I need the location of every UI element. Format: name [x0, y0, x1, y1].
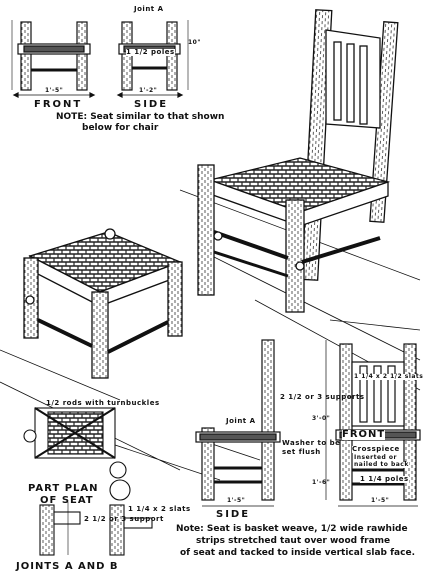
- label-joints-title: JOINTS A AND B: [16, 561, 119, 572]
- label-side-dim-bottom: 1'-5": [226, 497, 247, 504]
- label-front-dim-top: 1'-5": [44, 87, 65, 94]
- stool-front-elevation: [11, 20, 96, 98]
- label-part-plan-2: OF SEAT: [40, 495, 94, 506]
- label-crosspiece-2: Inserted or: [354, 454, 398, 461]
- label-side-dim-top: 1'-2": [138, 87, 159, 94]
- label-seat-height: 1'-6": [312, 479, 331, 486]
- label-washer-1: Washer to be: [282, 439, 341, 447]
- stool-perspective: [0, 228, 261, 481]
- chair-perspective: [179, 9, 421, 391]
- label-slats-front: 1 1/4 x 2 1/2 slats: [354, 373, 424, 380]
- joints-detail: [39, 502, 153, 556]
- label-support-joint: 2 1/2 or 3 support: [84, 515, 164, 523]
- label-height-bottom: 3'-0": [312, 415, 331, 422]
- label-side-bottom: SIDE: [216, 509, 251, 520]
- label-front-top: FRONT: [34, 99, 83, 110]
- note-top-line1: NOTE: Seat similar to that shown: [56, 112, 225, 122]
- label-washer-2: set flush: [282, 448, 321, 456]
- label-rods: 1/2 rods with turnbuckles: [46, 399, 160, 407]
- label-front-bottom: FRONT: [342, 429, 386, 440]
- note-top-line2: below for chair: [82, 123, 159, 133]
- label-poles-front: 1 1/4 poles: [360, 475, 409, 483]
- label-supports-side: 2 1/2 or 3 supports: [280, 393, 365, 401]
- note-bottom-line1: Note: Seat is basket weave, 1/2 wide raw…: [176, 524, 408, 534]
- label-crosspiece-3: nailed to back: [354, 461, 409, 468]
- label-height-top: 10": [188, 39, 201, 46]
- label-joint-a-top: Joint A: [134, 5, 164, 13]
- chair-side-elevation: [195, 339, 281, 507]
- label-crosspiece-1: Crosspiece: [352, 445, 400, 453]
- note-bottom-line3: of seat and tacked to inside vertical sl…: [180, 548, 415, 558]
- label-part-plan-1: PART PLAN: [28, 483, 99, 494]
- label-poles-top: 1 1/2 poles: [126, 48, 175, 56]
- note-bottom-line2: strips stretched taut over wood frame: [196, 536, 391, 546]
- seat-plan: [23, 407, 131, 501]
- label-joint-a-side: Joint A: [226, 417, 256, 425]
- label-side-top: SIDE: [134, 99, 169, 110]
- label-slats-joint: 1 1/4 x 2 slats: [128, 505, 191, 513]
- label-front-dim-bottom: 1'-5": [370, 497, 391, 504]
- stool-side-elevation: [116, 20, 189, 98]
